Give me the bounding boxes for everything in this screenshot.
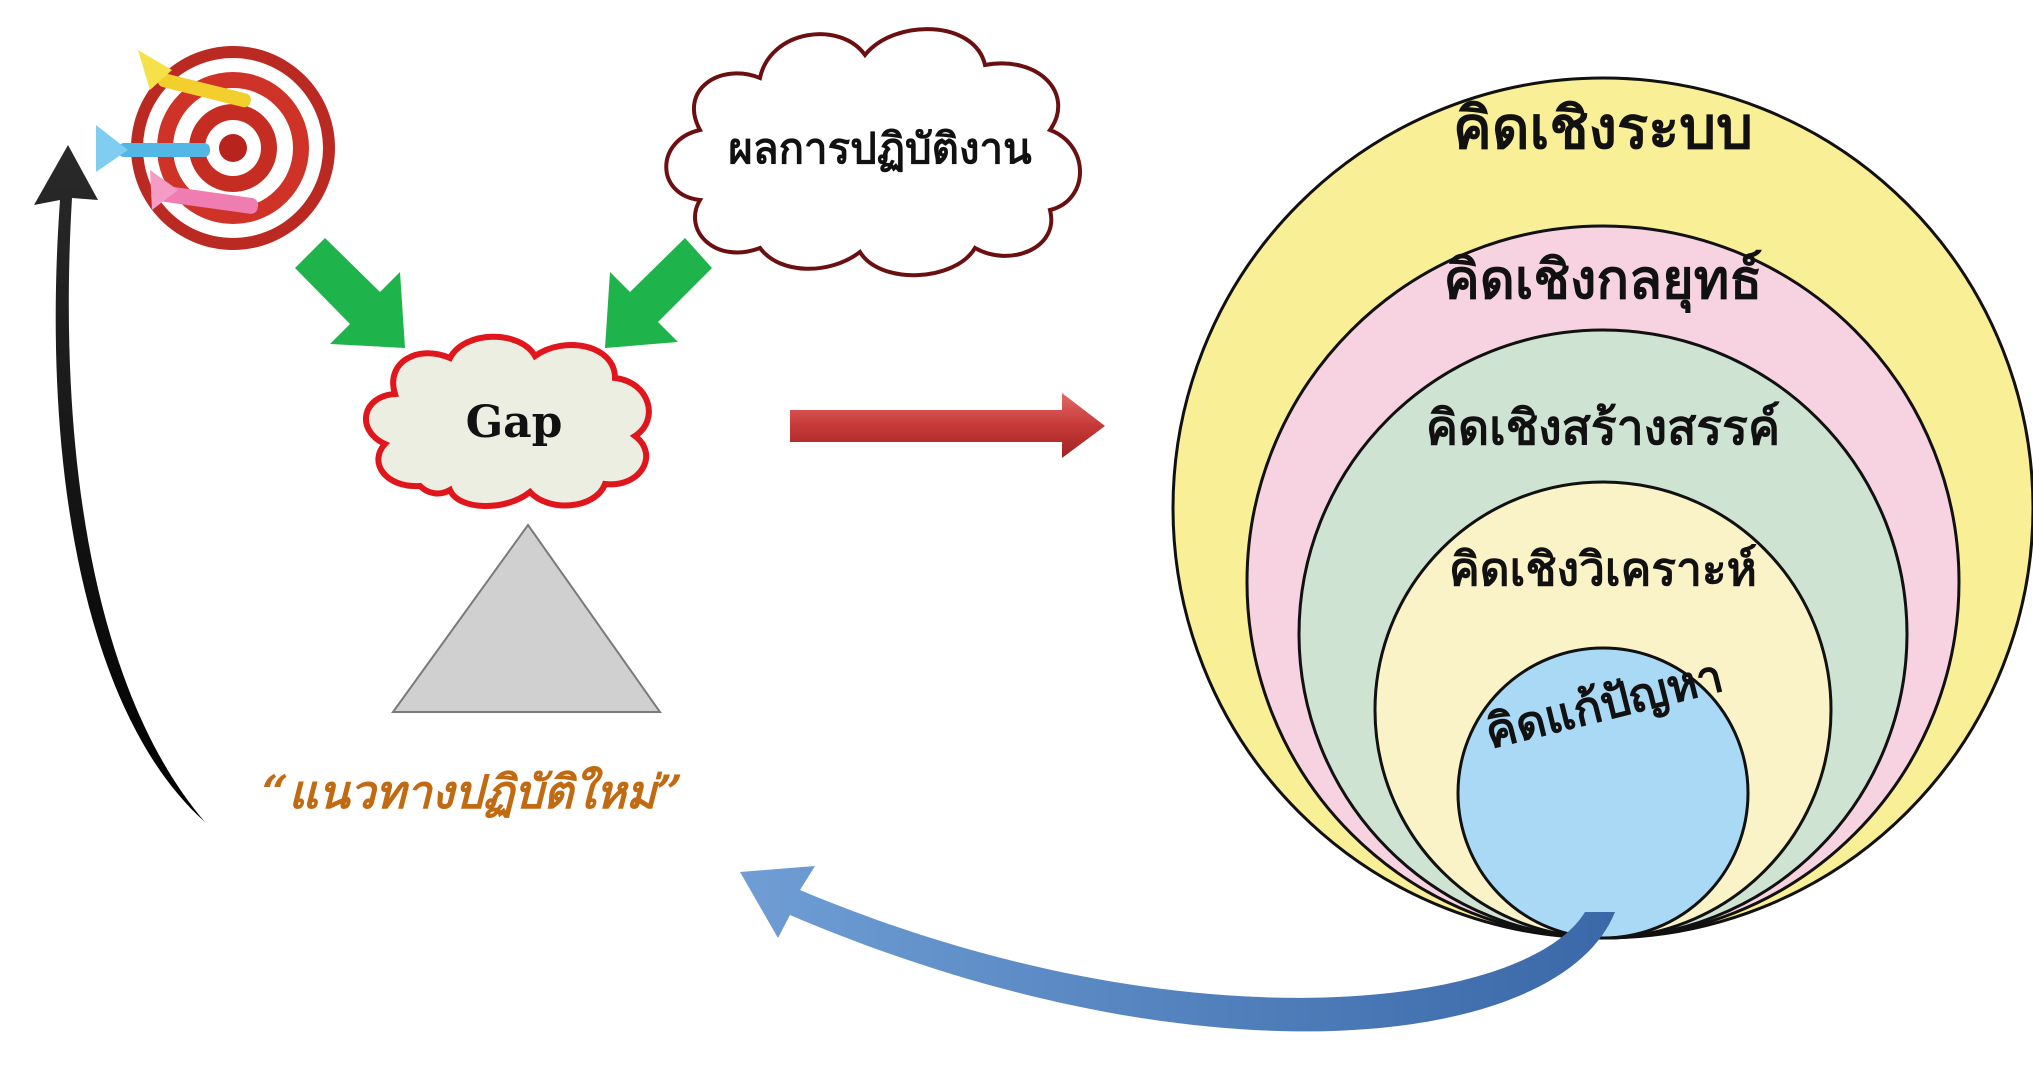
gap-label: Gap <box>466 397 563 448</box>
green-arrow-left <box>295 238 405 348</box>
dart-blue <box>96 125 210 172</box>
dart-yellow <box>138 50 251 108</box>
green-arrow-right <box>605 238 712 348</box>
creative-thinking-label: คิดเชิงสร้างสรรค์ <box>1426 400 1780 456</box>
feedback-arrow-left <box>34 145 205 822</box>
thinking-levels-diagram: คิดเชิงระบบ คิดเชิงกลยุทธ์ คิดเชิงสร้างส… <box>1171 76 2033 940</box>
performance-cloud: ผลการปฏิบัติงาน <box>664 27 1082 278</box>
gap-cloud: Gap <box>362 333 652 510</box>
performance-label: ผลการปฏิบัติงาน <box>728 124 1032 173</box>
target-dartboard-icon <box>96 46 335 250</box>
new-practice-label: “แนวทางปฏิบัติใหม่” <box>262 765 683 819</box>
feedback-arrow-bottom <box>740 866 1615 1032</box>
systems-thinking-label: คิดเชิงระบบ <box>1453 94 1753 162</box>
red-arrow <box>790 393 1105 458</box>
strategic-thinking-label: คิดเชิงกลยุทธ์ <box>1444 247 1763 314</box>
dart-pink <box>150 170 259 214</box>
core-problem-solving <box>1456 646 1750 940</box>
analytical-thinking-label: คิดเชิงวิเคราะห์ <box>1449 542 1757 596</box>
balance-triangle <box>391 523 662 713</box>
